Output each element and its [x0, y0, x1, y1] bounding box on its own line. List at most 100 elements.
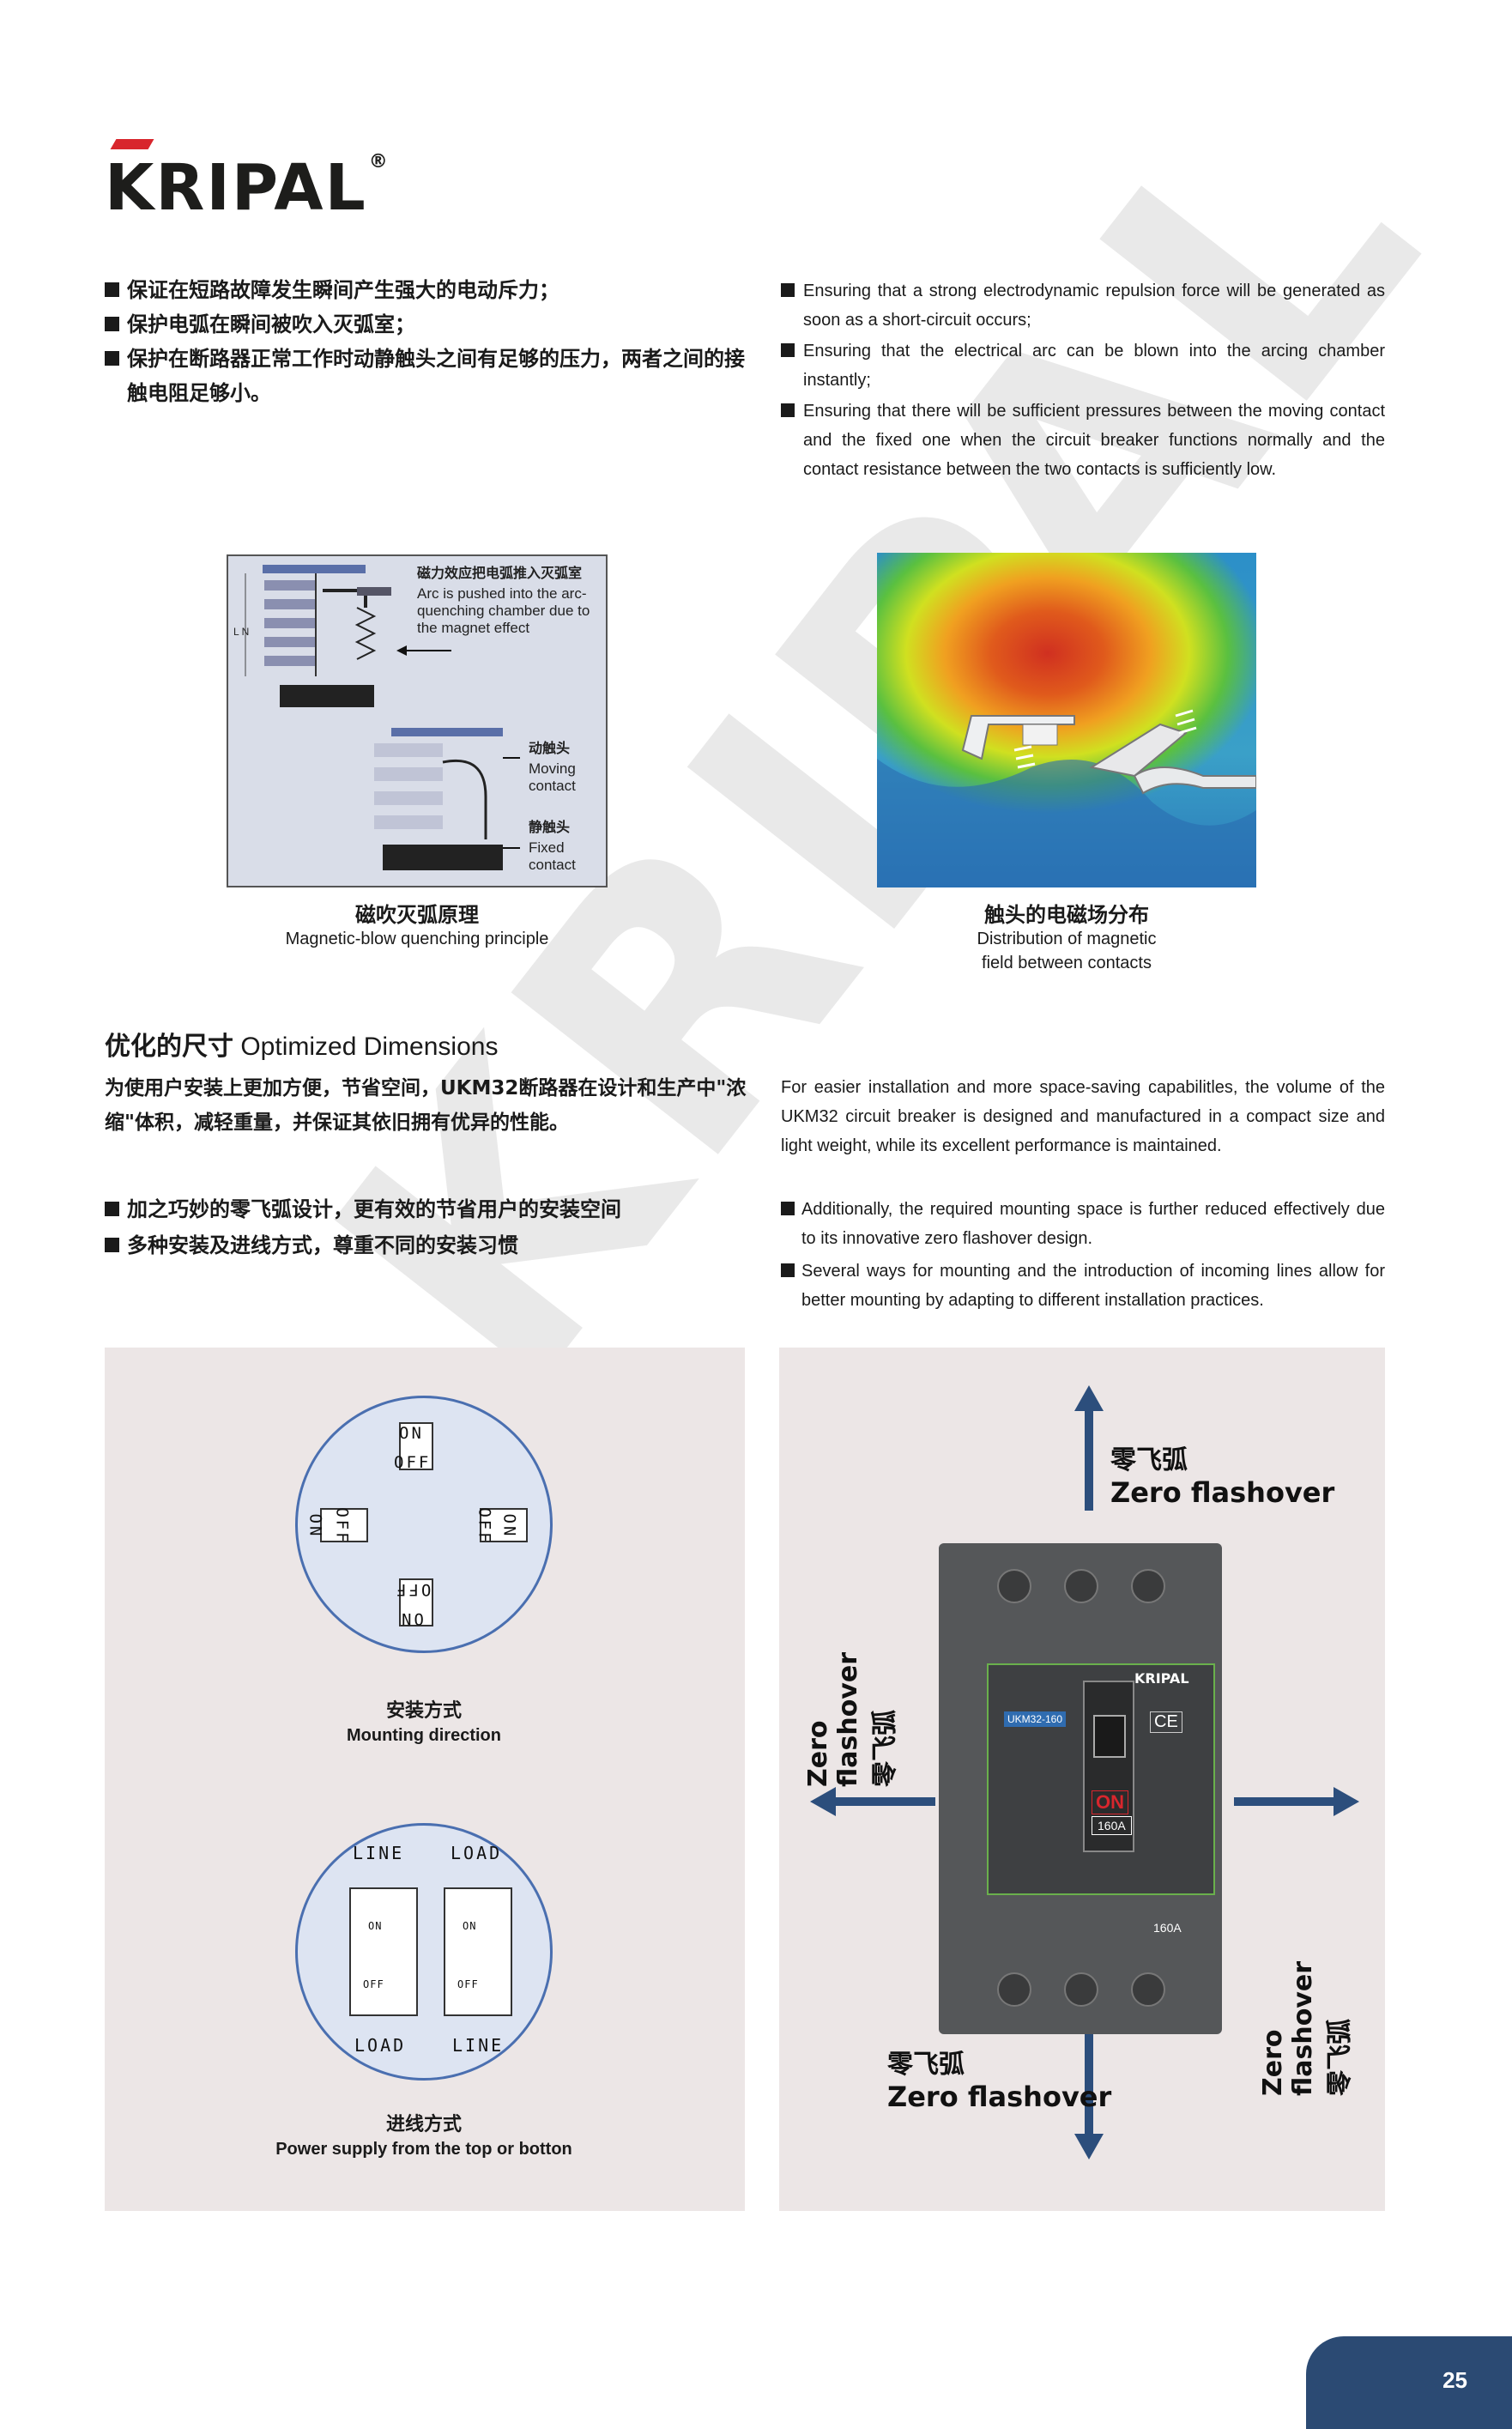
- magnetic-field-heatmap: [877, 553, 1256, 887]
- section-paragraph-cn: 为使用户安装上更加方便，节省空间，UKM32断路器在设计和生产中"浓缩"体积，减…: [105, 1077, 747, 1134]
- magnetic-blow-diagram: 磁力效应把电弧推入灭弧室 Arc is pushed into the arc-…: [227, 554, 608, 887]
- zero-flashover-left-en: Zero flashover: [803, 1651, 863, 1787]
- feature-cn-item: 保证在短路故障发生瞬间产生强大的电动斥力；: [105, 273, 757, 307]
- section-bullet-en: Several ways for mounting and the introd…: [781, 1257, 1385, 1315]
- switch-left-off: OFF: [332, 1507, 352, 1545]
- contact-field-illustration: [877, 709, 1256, 887]
- figure2-caption: 触头的电磁场分布 Distribution of magnetic field …: [877, 903, 1256, 975]
- mounting-caption: 安装方式 Mounting direction: [295, 1699, 553, 1748]
- zero-flashover-top-cn: 零飞弧: [1110, 1445, 1188, 1475]
- power-caption-cn: 进线方式: [385, 2114, 462, 2135]
- switch-right-on: ON: [499, 1513, 519, 1539]
- zero-flashover-right-cn: 零飞弧: [1325, 2019, 1355, 2096]
- zero-flashover-right: Zero flashover 零飞弧: [1258, 1899, 1356, 2096]
- left-on: ON: [368, 1920, 383, 1932]
- zero-flashover-panel: KRIPAL UKM32-160 CE ON 160A 160A 零飞弧 Zer…: [779, 1348, 1385, 2211]
- right-on: ON: [463, 1920, 477, 1932]
- contact-diagram-illustration: [245, 565, 520, 870]
- section-paragraph-en: For easier installation and more space-s…: [781, 1078, 1385, 1155]
- feature-en-item: Ensuring that a strong electrodynamic re…: [781, 276, 1385, 335]
- switch-left: [320, 1508, 368, 1542]
- switch-right: [480, 1508, 528, 1542]
- power-load-top: LOAD: [451, 1843, 503, 1863]
- features-en: Ensuring that a strong electrodynamic re…: [781, 276, 1385, 486]
- terminal-hole: [1131, 1569, 1165, 1603]
- power-load-bottom: LOAD: [354, 2035, 407, 2056]
- breaker-rating: 160A: [1092, 1816, 1132, 1835]
- section-bullet-en: Additionally, the required mounting spac…: [781, 1195, 1385, 1253]
- breaker-icon-left: [349, 1887, 418, 2016]
- breaker-on-label: ON: [1092, 1790, 1128, 1814]
- section-bullet-cn: 多种安装及进线方式，尊重不同的安装习惯: [105, 1227, 757, 1263]
- feature-en-item: Ensuring that the electrical arc can be …: [781, 336, 1385, 395]
- circuit-breaker: KRIPAL UKM32-160 CE ON 160A 160A: [939, 1543, 1222, 2034]
- figure2-caption-cn: 触头的电磁场分布: [984, 903, 1149, 927]
- arc-label-cn: 磁力效应把电弧推入灭弧室: [417, 565, 583, 581]
- switch-top: [399, 1422, 433, 1470]
- section-title-cn: 优化的尺寸: [105, 1032, 233, 1062]
- figure1-caption: 磁吹灭弧原理 Magnetic-blow quenching principle: [227, 903, 608, 951]
- logo-text: KRIPAL: [105, 151, 367, 225]
- mounting-caption-en: Mounting direction: [347, 1726, 501, 1745]
- section-bullets-cn: 加之巧妙的零飞弧设计，更有效的节省用户的安装空间 多种安装及进线方式，尊重不同的…: [105, 1191, 757, 1263]
- axis-label: L N: [233, 626, 250, 638]
- feature-cn-item: 保护在断路器正常工作时动静触头之间有足够的压力，两者之间的接触电阻足够小。: [105, 342, 757, 410]
- breaker-model: UKM32-160: [1004, 1711, 1067, 1727]
- terminal-hole: [997, 1972, 1031, 2007]
- power-line-top: LINE: [353, 1843, 405, 1863]
- moving-contact-en: Moving contact: [529, 760, 576, 794]
- zero-flashover-left: Zero flashover 零飞弧: [803, 1590, 901, 1787]
- fixed-contact-cn: 静触头: [529, 819, 571, 835]
- switch-bottom-off: OFF: [394, 1580, 432, 1599]
- terminal-hole: [1064, 1569, 1098, 1603]
- breaker-rating-lower: 160A: [1153, 1921, 1182, 1935]
- page-number: 25: [1442, 2367, 1467, 2393]
- power-line-bottom: LINE: [452, 2035, 505, 2056]
- mounting-caption-cn: 安装方式: [385, 1700, 462, 1722]
- arc-label-en: Arc is pushed into the arc-quenching cha…: [417, 585, 590, 636]
- figure1-caption-en: Magnetic-blow quenching principle: [285, 930, 549, 948]
- zero-flashover-top-en: Zero flashover: [1110, 1476, 1335, 1509]
- switch-left-on: ON: [305, 1513, 325, 1539]
- breaker-brand: KRIPAL: [1134, 1670, 1189, 1687]
- right-off: OFF: [457, 1978, 479, 1990]
- arrows-illustration: [810, 1385, 1359, 2159]
- figure1-caption-cn: 磁吹灭弧原理: [355, 903, 479, 927]
- zero-flashover-left-cn: 零飞弧: [870, 1710, 900, 1787]
- zero-flashover-top: 零飞弧 Zero flashover: [1110, 1439, 1334, 1509]
- terminal-hole: [1064, 1972, 1098, 2007]
- features-cn: 保证在短路故障发生瞬间产生强大的电动斥力； 保护电弧在瞬间被吹入灭弧室； 保护在…: [105, 273, 757, 410]
- section-title: 优化的尺寸 Optimized Dimensions: [105, 1025, 498, 1063]
- feature-cn-item: 保护电弧在瞬间被吹入灭弧室；: [105, 307, 757, 342]
- mounting-direction-circle: ON OFF ON OFF OFF ON OFF ON: [295, 1396, 553, 1653]
- terminal-hole: [1131, 1972, 1165, 2007]
- moving-contact-cn: 动触头: [529, 740, 571, 756]
- zero-flashover-bottom: 零飞弧 Zero flashover: [887, 2043, 1111, 2113]
- switch-bottom-on: ON: [399, 1609, 424, 1628]
- power-caption: 进线方式 Power supply from the top or botton: [209, 2113, 638, 2161]
- switch-top-on: ON: [399, 1424, 424, 1443]
- section-bullets-en: Additionally, the required mounting spac…: [781, 1195, 1385, 1318]
- feature-en-item: Ensuring that there will be sufficient p…: [781, 397, 1385, 484]
- mounting-panel: ON OFF ON OFF OFF ON OFF ON 安装方式 Mountin…: [105, 1348, 745, 2211]
- switch-right-off: OFF: [475, 1507, 494, 1545]
- zero-flashover-bottom-cn: 零飞弧: [887, 2050, 965, 2080]
- terminal-hole: [997, 1569, 1031, 1603]
- figure2-caption-en-2: field between contacts: [982, 954, 1152, 972]
- ce-mark: CE: [1150, 1711, 1182, 1733]
- zero-flashover-right-en: Zero flashover: [1258, 1960, 1318, 2096]
- section-title-en: Optimized Dimensions: [240, 1033, 499, 1061]
- fixed-contact-en: Fixed contact: [529, 839, 576, 873]
- figure2-caption-en-1: Distribution of magnetic: [977, 930, 1157, 948]
- power-supply-circle: LINE LOAD ON OFF ON OFF LOAD LINE: [295, 1823, 553, 2081]
- section-bullet-cn: 加之巧妙的零飞弧设计，更有效的节省用户的安装空间: [105, 1191, 757, 1227]
- page-tab: 25: [1306, 2336, 1512, 2429]
- breaker-icon-right: [444, 1887, 512, 2016]
- registered-mark: ®: [368, 151, 390, 173]
- breaker-handle[interactable]: [1093, 1715, 1126, 1758]
- switch-top-off: OFF: [394, 1453, 432, 1472]
- power-caption-en: Power supply from the top or botton: [275, 2140, 572, 2159]
- brand-logo: KRIPAL®: [105, 151, 390, 225]
- left-off: OFF: [363, 1978, 384, 1990]
- switch-bottom: [399, 1578, 433, 1626]
